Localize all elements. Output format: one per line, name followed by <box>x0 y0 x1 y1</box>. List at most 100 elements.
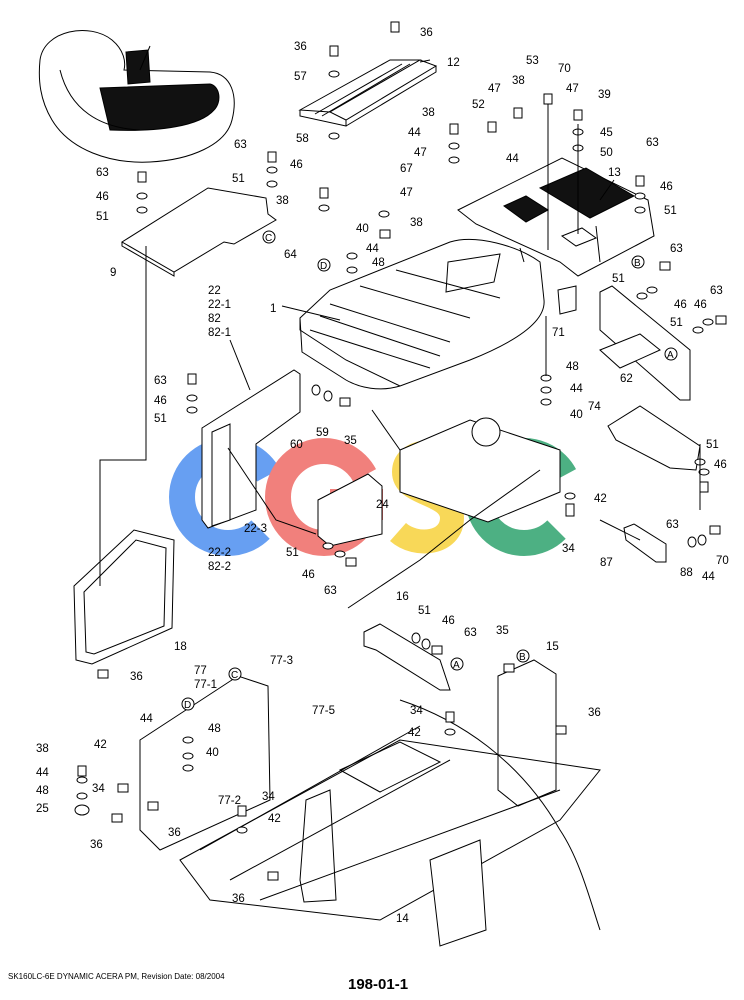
ref-marker-a-right: A <box>667 350 674 361</box>
ref-marker-c-lower: C <box>231 670 238 681</box>
ref-marker-d-lower: D <box>184 700 191 711</box>
callout-22-1: 22-1 <box>208 299 231 311</box>
page-code: 198-01-1 <box>348 976 409 993</box>
part-87-bracket <box>623 523 667 563</box>
callout-38: 38 <box>36 743 49 755</box>
callout-50: 50 <box>600 147 613 159</box>
fasteners <box>74 21 727 881</box>
callout-71: 71 <box>552 327 565 339</box>
callout-47: 47 <box>414 147 427 159</box>
callout-40: 40 <box>206 747 219 759</box>
part-16-bracket <box>363 623 451 691</box>
callout-77-3: 77-3 <box>270 655 293 667</box>
callout-63: 63 <box>666 519 679 531</box>
part-71-bracket <box>557 285 577 315</box>
callout-36: 36 <box>420 27 433 39</box>
callout-62: 62 <box>620 373 633 385</box>
ref-marker-b-top: B <box>634 258 641 269</box>
ref-marker-d-top: D <box>320 261 327 272</box>
ref-marker-b-lower: B <box>519 652 526 663</box>
callout-34: 34 <box>410 705 423 717</box>
callout-36: 36 <box>90 839 103 851</box>
callout-70: 70 <box>716 555 729 567</box>
callout-35: 35 <box>496 625 509 637</box>
callout-44: 44 <box>506 153 519 165</box>
leader-lines <box>99 59 701 609</box>
callout-82-2: 82-2 <box>208 561 231 573</box>
callout-34: 34 <box>562 543 575 555</box>
callout-58: 58 <box>296 133 309 145</box>
callout-51: 51 <box>154 413 167 425</box>
watermark-c1-ring <box>168 438 287 556</box>
callout-15: 15 <box>546 641 559 653</box>
callout-63: 63 <box>324 585 337 597</box>
callout-39: 39 <box>598 89 611 101</box>
callout-36: 36 <box>130 671 143 683</box>
callout-48: 48 <box>208 723 221 735</box>
callout-1: 1 <box>270 303 276 315</box>
callout-42: 42 <box>94 739 107 751</box>
callout-46: 46 <box>442 615 455 627</box>
callout-34: 34 <box>262 791 275 803</box>
callout-labels: 36 36 12 57 58 53 70 47 38 47 52 39 38 4… <box>36 27 729 925</box>
callout-77: 77 <box>194 665 207 677</box>
part-74-bracket <box>607 405 701 471</box>
callout-38: 38 <box>422 107 435 119</box>
callout-36: 36 <box>588 707 601 719</box>
part-18-side-panel <box>73 529 175 665</box>
callout-34: 34 <box>92 783 105 795</box>
callout-63: 63 <box>96 167 109 179</box>
callout-63: 63 <box>646 137 659 149</box>
callout-22-3: 22-3 <box>244 523 267 535</box>
ref-marker-a-bracket: A <box>453 660 460 671</box>
callout-44: 44 <box>702 571 715 583</box>
callout-53: 53 <box>526 55 539 67</box>
callout-70: 70 <box>558 63 571 75</box>
callout-46: 46 <box>154 395 167 407</box>
center-frame <box>317 417 561 547</box>
callout-25: 25 <box>36 803 49 815</box>
ref-marker-letters: C D B A A B C D <box>184 233 674 711</box>
callout-44: 44 <box>140 713 153 725</box>
callout-36: 36 <box>168 827 181 839</box>
callout-47: 47 <box>488 83 501 95</box>
ref-marker-c-top: C <box>265 233 272 244</box>
model-revision-info: SK160LC-6E DYNAMIC ACERA PM, Revision Da… <box>8 972 225 981</box>
callout-44: 44 <box>408 127 421 139</box>
callout-51: 51 <box>670 317 683 329</box>
part-22-bracket <box>201 369 301 529</box>
callout-46: 46 <box>290 159 303 171</box>
callout-42: 42 <box>594 493 607 505</box>
callout-82-1: 82-1 <box>208 327 231 339</box>
callout-46: 46 <box>694 299 707 311</box>
callout-42: 42 <box>408 727 421 739</box>
callout-77-1: 77-1 <box>194 679 217 691</box>
callout-42: 42 <box>268 813 281 825</box>
callout-51: 51 <box>232 173 245 185</box>
callout-46: 46 <box>674 299 687 311</box>
callout-9: 9 <box>110 267 116 279</box>
callout-44: 44 <box>36 767 49 779</box>
callout-47: 47 <box>400 187 413 199</box>
callout-60: 60 <box>290 439 303 451</box>
callout-38: 38 <box>410 217 423 229</box>
callout-48: 48 <box>36 785 49 797</box>
operator-seat <box>38 29 235 163</box>
part-13-grille-cover <box>457 157 655 277</box>
callout-44: 44 <box>366 243 379 255</box>
callout-24: 24 <box>376 499 389 511</box>
callout-51: 51 <box>664 205 677 217</box>
callout-36: 36 <box>232 893 245 905</box>
callout-38: 38 <box>512 75 525 87</box>
callout-18: 18 <box>174 641 187 653</box>
callout-38: 38 <box>276 195 289 207</box>
part-12-channel <box>298 59 438 127</box>
callout-63: 63 <box>464 627 477 639</box>
callout-16: 16 <box>396 591 409 603</box>
callout-82: 82 <box>208 313 221 325</box>
callout-46: 46 <box>714 459 727 471</box>
callout-40: 40 <box>570 409 583 421</box>
callout-35: 35 <box>344 435 357 447</box>
callout-51: 51 <box>418 605 431 617</box>
